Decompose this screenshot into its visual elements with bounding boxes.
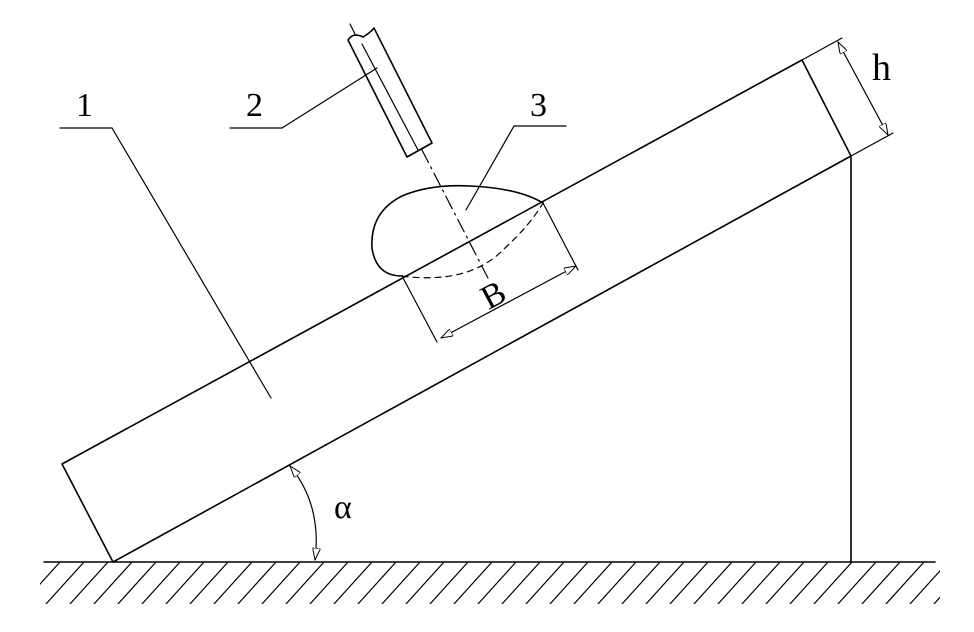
nozzle-tip-top xyxy=(349,23,356,35)
hatch-line xyxy=(93,562,133,604)
hatch-line xyxy=(213,562,253,604)
hatch-line xyxy=(381,562,421,604)
spray-spot-outline xyxy=(371,184,544,277)
hatch-line xyxy=(309,562,349,604)
spray-spot xyxy=(371,184,544,279)
hatch-line xyxy=(789,562,829,604)
hatch-line xyxy=(621,562,661,604)
part-3-label: 3 xyxy=(530,87,547,124)
hatch-line xyxy=(237,562,277,604)
hatch-line xyxy=(405,562,445,604)
hatch-line xyxy=(573,562,613,604)
hatch-line xyxy=(861,562,901,604)
hatch-line xyxy=(645,562,685,604)
spray-spot-hidden-edge xyxy=(401,202,544,279)
hatch-line xyxy=(597,562,637,604)
h-extension-top xyxy=(801,37,843,61)
hatch-line xyxy=(357,562,397,604)
b-dimension-line xyxy=(441,266,576,338)
ground-hatching xyxy=(40,562,940,604)
angle-label: α xyxy=(334,489,352,526)
ground xyxy=(40,561,940,604)
hatch-line xyxy=(40,562,61,585)
hatch-line xyxy=(909,569,940,604)
part-1-label: 1 xyxy=(76,87,93,124)
hatch-line xyxy=(141,562,181,604)
hatch-line xyxy=(261,562,301,604)
leader-2: 2 xyxy=(229,67,378,129)
hatch-line xyxy=(453,562,493,604)
hatch-line xyxy=(501,562,541,604)
hatch-line xyxy=(885,562,925,604)
hatch-line xyxy=(477,562,517,604)
b-extension-left xyxy=(401,275,438,343)
width-label: B xyxy=(475,274,512,317)
hatch-line xyxy=(525,562,565,604)
hatch-line xyxy=(933,596,940,604)
hatch-line xyxy=(165,562,205,604)
hatch-line xyxy=(669,562,709,604)
hatch-line xyxy=(693,562,733,604)
hatch-line xyxy=(549,562,589,604)
hatch-line xyxy=(189,562,229,604)
h-dimension-line xyxy=(838,42,888,135)
jet-axis xyxy=(421,149,491,283)
inclined-plate xyxy=(61,59,852,563)
thickness-label: h xyxy=(872,47,891,89)
hatch-line xyxy=(69,562,109,604)
b-extension-right xyxy=(542,202,579,271)
hatch-line xyxy=(813,562,853,604)
nozzle-body xyxy=(347,27,433,158)
thickness-dimension: h xyxy=(801,37,894,157)
hatch-line xyxy=(45,562,85,604)
hatch-line xyxy=(837,562,877,604)
leader-1: 1 xyxy=(59,87,272,399)
hatch-line xyxy=(429,562,469,604)
hatch-line xyxy=(285,562,325,604)
part-2-label: 2 xyxy=(246,87,263,124)
leader-3: 3 xyxy=(465,87,567,211)
hatch-line xyxy=(741,562,781,604)
leader-1-line xyxy=(111,127,272,399)
nozzle-inner-line xyxy=(361,43,419,151)
leader-2-line xyxy=(281,67,378,129)
hatch-line xyxy=(765,562,805,604)
hatch-line xyxy=(333,562,373,604)
hatch-line xyxy=(117,562,157,604)
angle-arc xyxy=(290,466,316,561)
hatch-line xyxy=(717,562,757,604)
h-extension-bottom xyxy=(850,132,894,157)
nozzle xyxy=(347,23,433,158)
leader-3-line xyxy=(465,125,515,211)
